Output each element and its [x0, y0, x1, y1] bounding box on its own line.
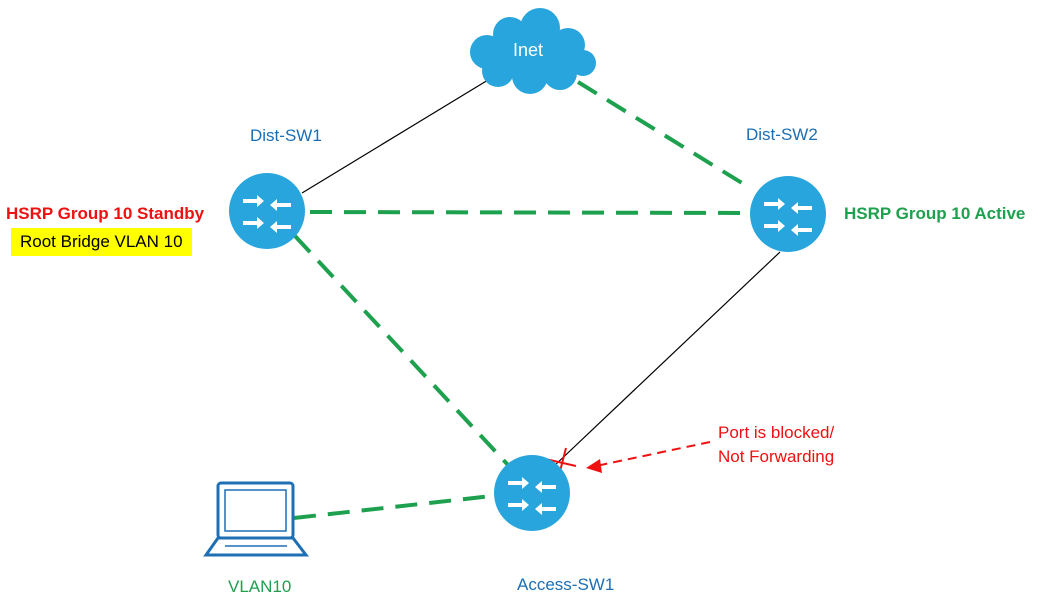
link-dist-sw2-access-sw1 [552, 251, 781, 468]
link-inet-dist-sw2 [576, 80, 752, 190]
dist-sw2-label: Dist-SW2 [746, 125, 818, 144]
dist-sw2-icon[interactable] [750, 176, 826, 252]
blocked-port-label-line2: Not Forwarding [718, 447, 835, 466]
root-bridge-badge: Root Bridge VLAN 10 [11, 228, 192, 256]
vlan10-label: VLAN10 [228, 577, 292, 596]
access-sw1-icon[interactable] [494, 455, 570, 531]
blocked-callout-arrow [595, 441, 711, 467]
link-pc-access-sw1 [293, 494, 493, 520]
cloud-icon [470, 8, 596, 94]
link-dist-sw1-access-sw1 [293, 234, 510, 467]
inet-label: Inet [513, 40, 544, 60]
hsrp-active-label: HSRP Group 10 Active [844, 204, 1026, 223]
hsrp-standby-label: HSRP Group 10 Standby [6, 204, 205, 223]
link-dist-sw1-dist-sw2 [309, 210, 751, 215]
dist-sw1-icon[interactable] [229, 173, 305, 249]
access-sw1-label: Access-SW1 [517, 575, 615, 594]
blocked-port-label-line1: Port is blocked/ [718, 423, 835, 442]
laptop-icon[interactable] [203, 481, 310, 557]
dist-sw1-label: Dist-SW1 [250, 126, 322, 145]
arrowhead-icon [586, 459, 602, 473]
link-inet-dist-sw1 [301, 79, 489, 194]
